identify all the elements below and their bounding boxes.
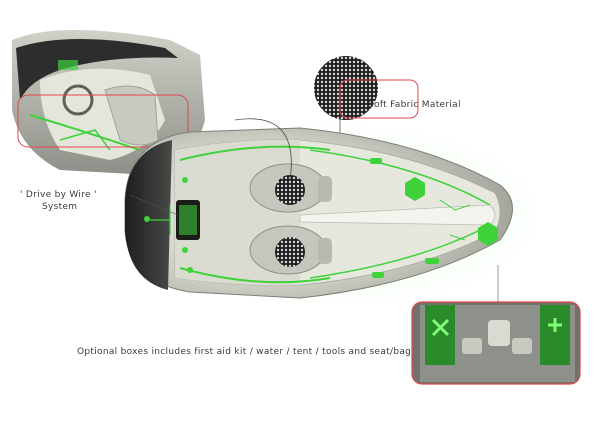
storage-hex-markers: [370, 158, 498, 278]
storage-boxes-inset: [411, 265, 581, 385]
optional-boxes-caption: Optional boxes includes first aid kit / …: [77, 347, 412, 357]
dbw-leader-line: [129, 194, 179, 216]
drive-by-wire-caption-system: System: [42, 202, 78, 212]
front-seat: [249, 163, 332, 213]
drive-by-wire-inset: [12, 30, 205, 175]
soft-fabric-caption: Soft Fabric Material: [368, 100, 461, 110]
drive-by-wire-caption: ' Drive by Wire ': [20, 190, 97, 200]
rear-seat: [249, 225, 332, 275]
vehicle-top-view: [110, 118, 550, 310]
